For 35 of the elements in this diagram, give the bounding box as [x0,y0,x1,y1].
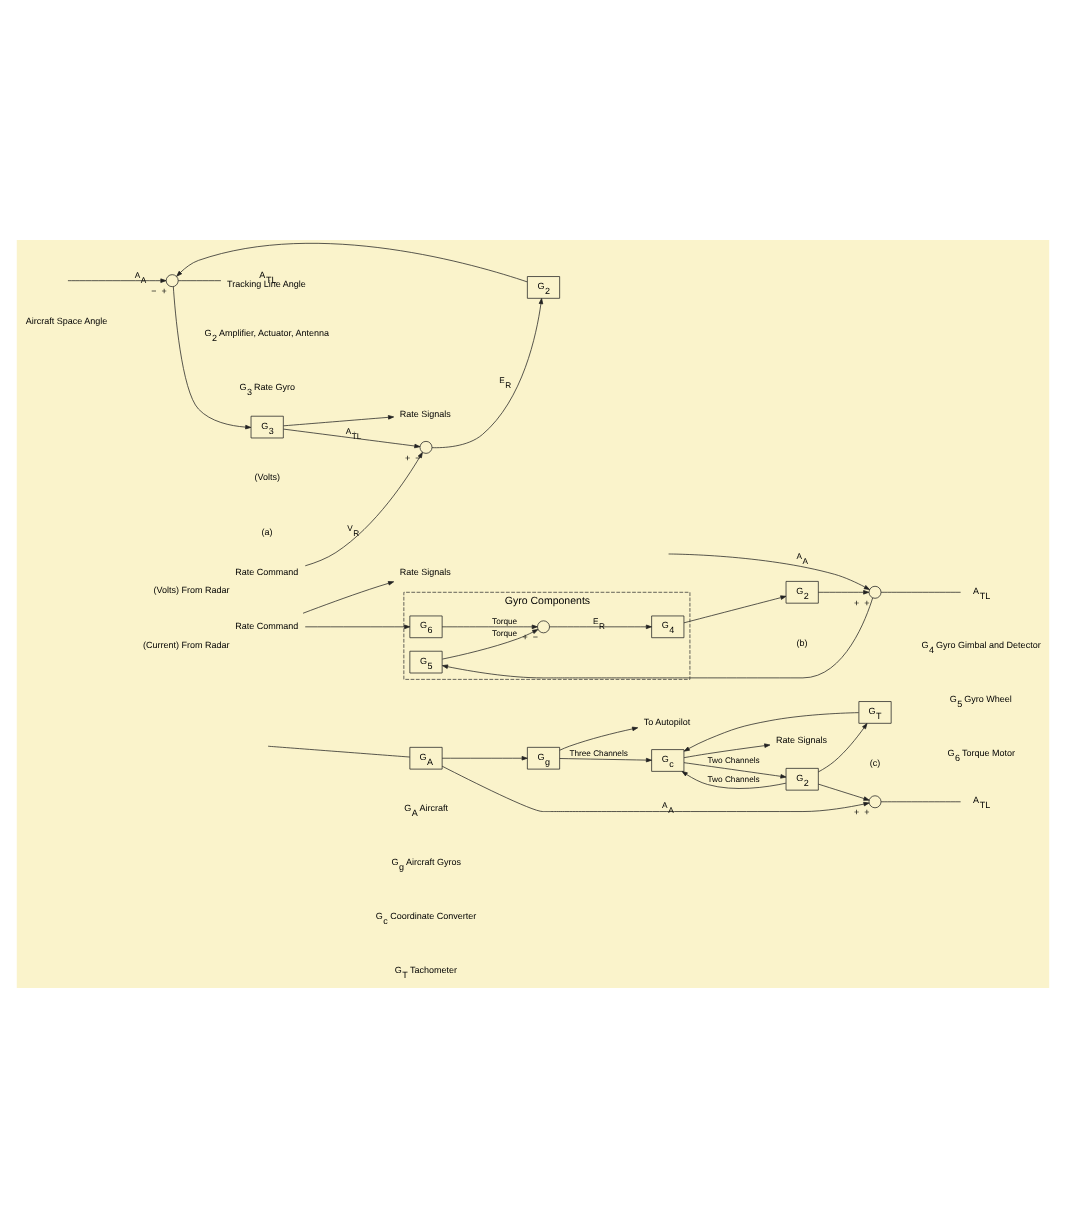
connector [880,801,961,803]
arrow [304,624,411,630]
node-circle [868,795,882,809]
node-circle [537,620,550,634]
arrow [431,298,544,449]
arrow [683,595,787,624]
arrow [818,723,868,773]
arrow [683,762,787,779]
arrow [442,597,874,679]
arrow [818,783,870,801]
connector [880,591,961,593]
arrow [441,765,870,812]
arrow [283,428,421,449]
arrow [302,581,395,614]
connector [177,280,222,282]
arrow [176,243,528,283]
arrow [304,452,423,567]
arrow [559,757,652,763]
connector [267,745,411,758]
arrow [283,415,395,427]
arrow [818,585,870,595]
node-circle [165,274,179,288]
arrow [67,278,167,283]
arrow [441,624,538,630]
arrow [683,743,771,759]
arrow [668,553,870,595]
arrow [442,629,539,660]
arrow [441,756,528,761]
node-circle [868,585,882,599]
arrow [172,286,252,430]
arrow [683,712,859,752]
arrow [559,726,639,751]
arrow [681,771,787,789]
node-circle [419,441,433,454]
arrow [549,624,652,630]
